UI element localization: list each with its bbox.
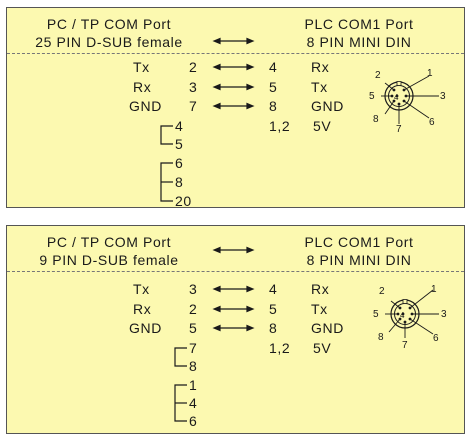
- panel-header: [7, 8, 464, 54]
- loop-pin: 20: [175, 193, 192, 209]
- loop-bracket-1: [174, 347, 187, 367]
- plc-signal-name: GND: [311, 98, 344, 114]
- loop-pin: 7: [189, 340, 198, 356]
- pc-port-title: PC / TP COM Port: [46, 16, 172, 32]
- wiring-lines: [174, 246, 439, 422]
- signal-name: GND: [129, 320, 162, 336]
- wiring-lines: [160, 37, 439, 202]
- loop-pin: 8: [175, 174, 184, 190]
- signal-name: Rx: [133, 79, 152, 95]
- mini-din-connector: [385, 289, 439, 338]
- loop-pin: 5: [175, 136, 184, 152]
- plc-signal-name: 5V: [313, 340, 332, 356]
- signal-name: GND: [129, 98, 162, 114]
- mini-din-connector: [381, 75, 439, 124]
- loop-pin: 4: [175, 118, 184, 134]
- pin-number: 3: [189, 79, 198, 95]
- plc-signal-name: Tx: [311, 301, 328, 317]
- din-pin-label: 2: [379, 286, 386, 297]
- din-pin-label: 4: [400, 311, 406, 320]
- din-pin-label: 2: [375, 70, 382, 81]
- din-pin-label: 1: [431, 284, 438, 295]
- plc-pin-number: 1,2: [269, 118, 291, 134]
- plc-pin-number: 5: [269, 79, 278, 95]
- pin-number: 3: [189, 281, 198, 297]
- pin-number: 2: [189, 59, 198, 75]
- din-pin-label: 6: [433, 333, 440, 344]
- plc-port-title: PLC COM1 Port: [304, 234, 414, 250]
- panel-header: [7, 226, 464, 272]
- pin-number: 7: [189, 98, 198, 114]
- wiring-panel-25pin: PC / TP COM Port 25 PIN D-SUB female PLC…: [6, 7, 465, 209]
- wiring-panel-9pin: PC / TP COM Port 9 PIN D-SUB female PLC …: [6, 225, 465, 434]
- signal-name: Tx: [133, 59, 150, 75]
- plc-signal-name: GND: [311, 320, 344, 336]
- loop-pin: 4: [189, 395, 198, 411]
- pc-port-subtitle: 25 PIN D-SUB female: [35, 34, 183, 50]
- din-pin-label: 1: [427, 68, 434, 79]
- loop-pin: 6: [189, 413, 198, 429]
- arrow-head-left: [212, 37, 221, 45]
- pc-port-title: PC / TP COM Port: [46, 234, 172, 250]
- signal-name: Rx: [133, 301, 152, 317]
- plc-port-title: PLC COM1 Port: [304, 16, 414, 32]
- pin-number: 5: [189, 320, 198, 336]
- din-pin-label: 6: [429, 117, 436, 128]
- plc-pin-number: 8: [269, 320, 278, 336]
- signal-name: Tx: [133, 281, 150, 297]
- din-pin-label: 8: [373, 114, 380, 125]
- din-pin-label: 4: [394, 93, 400, 102]
- plc-pin-number: 5: [269, 301, 278, 317]
- din-pin-label: 8: [378, 332, 385, 343]
- din-pin-label: 3: [440, 91, 447, 102]
- loop-pin: 8: [189, 358, 198, 374]
- plc-port-subtitle: 8 PIN MINI DIN: [306, 34, 412, 50]
- arrow-head-right: [246, 37, 255, 45]
- plc-port-subtitle: 8 PIN MINI DIN: [306, 252, 412, 268]
- loop-pin: 6: [175, 155, 184, 171]
- din-pin-label: 5: [369, 91, 376, 102]
- plc-pin-number: 4: [269, 281, 278, 297]
- plc-signal-name: Rx: [311, 59, 330, 75]
- din-pin-label: 7: [402, 340, 409, 351]
- plc-pin-number: 4: [269, 59, 278, 75]
- plc-signal-name: Rx: [311, 281, 330, 297]
- plc-pin-number: 1,2: [269, 340, 291, 356]
- pc-port-subtitle: 9 PIN D-SUB female: [39, 252, 179, 268]
- pin-number: 2: [189, 301, 198, 317]
- plc-signal-name: 5V: [313, 118, 332, 134]
- plc-signal-name: Tx: [311, 79, 328, 95]
- plc-pin-number: 8: [269, 98, 278, 114]
- loop-bracket-1: [160, 125, 173, 145]
- din-pin-label: 5: [373, 309, 380, 320]
- loop-pin: 1: [189, 377, 198, 393]
- din-pin-label: 3: [441, 309, 448, 320]
- din-pin-label: 7: [396, 124, 403, 135]
